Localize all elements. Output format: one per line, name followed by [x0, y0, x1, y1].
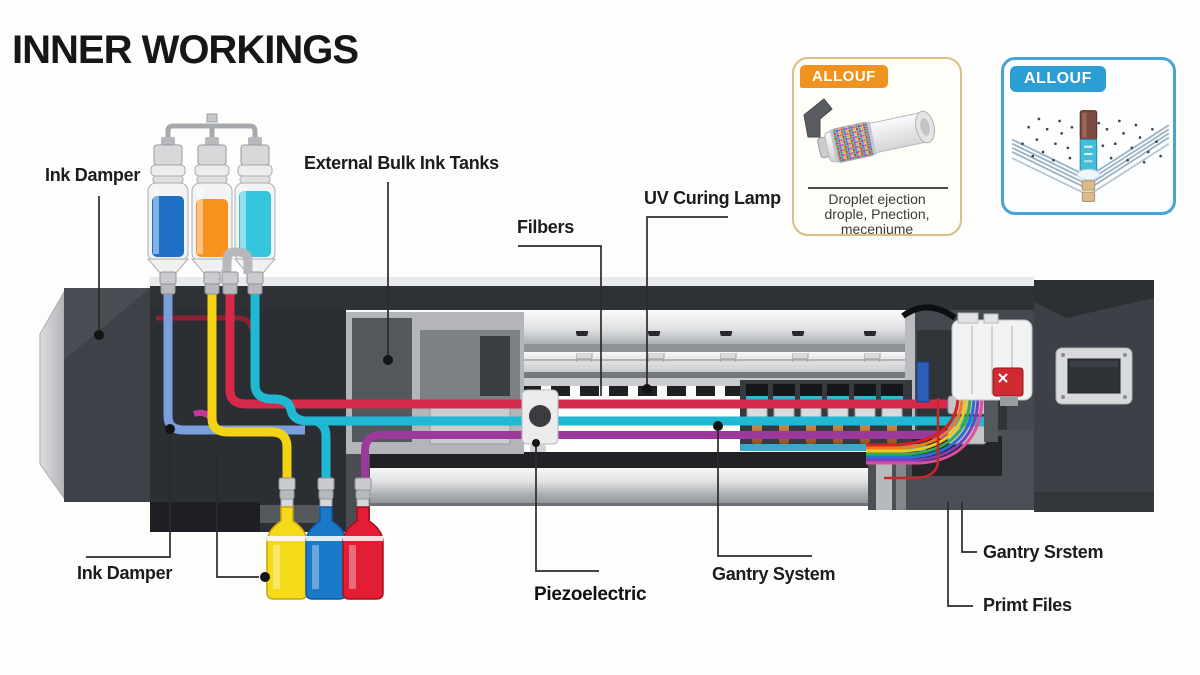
- printhead-cylinder-icon: [803, 98, 935, 164]
- ink-tubes: [163, 292, 986, 482]
- tube-cyan: [250, 292, 986, 426]
- label-ink-damper-bottom: Ink Damper: [77, 563, 173, 583]
- callout-badge: ALLOUF: [800, 65, 888, 88]
- label-piezoelectric: Piezoelectric: [534, 584, 647, 605]
- right-end-cap: [1034, 280, 1154, 512]
- callout-divider: [808, 187, 948, 189]
- red-line-elbow: [221, 247, 253, 295]
- tube-red: [225, 292, 950, 409]
- bottle-yellow: [266, 477, 308, 600]
- tube-magenta: [361, 431, 950, 482]
- bottle-blue: [305, 477, 347, 600]
- bulk-ink-bottles: [266, 477, 384, 600]
- label-gantry-system: Gantry System: [712, 564, 836, 584]
- print-carriage: [521, 389, 559, 452]
- callout-caption: Droplet ejection drople, Pnection, mecen…: [794, 192, 960, 236]
- printhead-array: [740, 380, 926, 451]
- label-ink-damper-top: Ink Damper: [45, 165, 141, 185]
- nozzle-spray-icon: [1011, 110, 1170, 202]
- caption-line: drople, Pnection,: [824, 205, 930, 222]
- page-title: INNER WORKINGS: [12, 28, 359, 72]
- ink-damper-blue: [146, 137, 190, 295]
- wire-bundle: [866, 395, 984, 480]
- bottle-red: [342, 477, 384, 600]
- callout-droplet-ejection: ALLOUF: [792, 57, 962, 236]
- callout-nozzle-spray: ALLOUF: [1001, 57, 1176, 215]
- label-filbers: Filbers: [517, 217, 574, 237]
- caption-line: Droplet ejection: [828, 191, 926, 207]
- head-assembly: [901, 304, 1033, 406]
- tube-yellow: [207, 292, 292, 482]
- ink-dampers: [146, 113, 277, 295]
- ink-damper-orange: [190, 137, 234, 295]
- label-external-bulk-ink-tanks: External Bulk Ink Tanks: [304, 153, 499, 173]
- ink-damper-cyan: [233, 137, 277, 295]
- caption-line: meceniume: [840, 220, 914, 237]
- label-uv-curing-lamp: UV Curing Lamp: [644, 188, 781, 208]
- left-end-cap: [39, 288, 150, 502]
- label-gantry-srstem: Gantry Srstem: [983, 542, 1104, 562]
- left-machinery: [150, 310, 524, 532]
- tube-cyan-branch: [314, 416, 331, 482]
- label-primt-files: Primt Files: [983, 595, 1072, 615]
- callout-badge: ALLOUF: [1010, 66, 1106, 92]
- control-screen: [1055, 347, 1133, 405]
